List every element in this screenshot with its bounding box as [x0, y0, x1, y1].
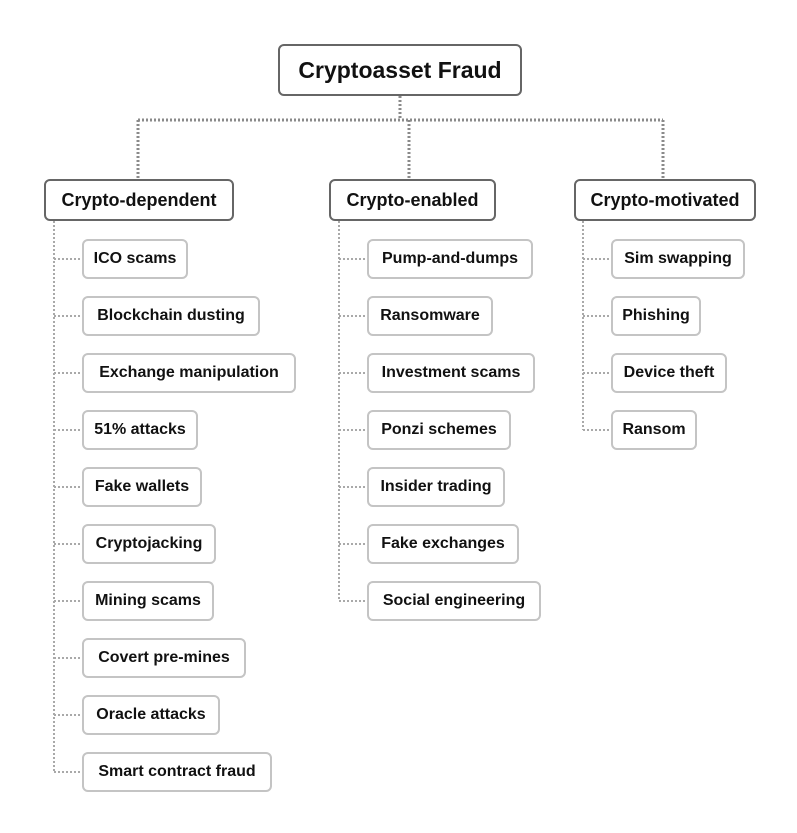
item-social-engineering: Social engineering — [367, 581, 541, 621]
item-investment-scams: Investment scams — [367, 353, 535, 393]
item-ransom: Ransom — [611, 410, 697, 450]
item-fake-exchanges: Fake exchanges — [367, 524, 519, 564]
category-crypto-enabled: Crypto-enabled — [329, 179, 496, 221]
item-covert-pre-mines: Covert pre-mines — [82, 638, 246, 678]
item-mining-scams: Mining scams — [82, 581, 214, 621]
item-51-attacks: 51% attacks — [82, 410, 198, 450]
item-pump-and-dumps: Pump-and-dumps — [367, 239, 533, 279]
category-crypto-dependent: Crypto-dependent — [44, 179, 234, 221]
item-ico-scams: ICO scams — [82, 239, 188, 279]
item-ransomware: Ransomware — [367, 296, 493, 336]
item-oracle-attacks: Oracle attacks — [82, 695, 220, 735]
root-node: Cryptoasset Fraud — [278, 44, 522, 96]
item-insider-trading: Insider trading — [367, 467, 505, 507]
item-cryptojacking: Cryptojacking — [82, 524, 216, 564]
item-device-theft: Device theft — [611, 353, 727, 393]
item-exchange-manipulation: Exchange manipulation — [82, 353, 296, 393]
item-blockchain-dusting: Blockchain dusting — [82, 296, 260, 336]
item-smart-contract-fraud: Smart contract fraud — [82, 752, 272, 792]
item-ponzi-schemes: Ponzi schemes — [367, 410, 511, 450]
item-sim-swapping: Sim swapping — [611, 239, 745, 279]
item-fake-wallets: Fake wallets — [82, 467, 202, 507]
item-phishing: Phishing — [611, 296, 701, 336]
category-crypto-motivated: Crypto-motivated — [574, 179, 756, 221]
